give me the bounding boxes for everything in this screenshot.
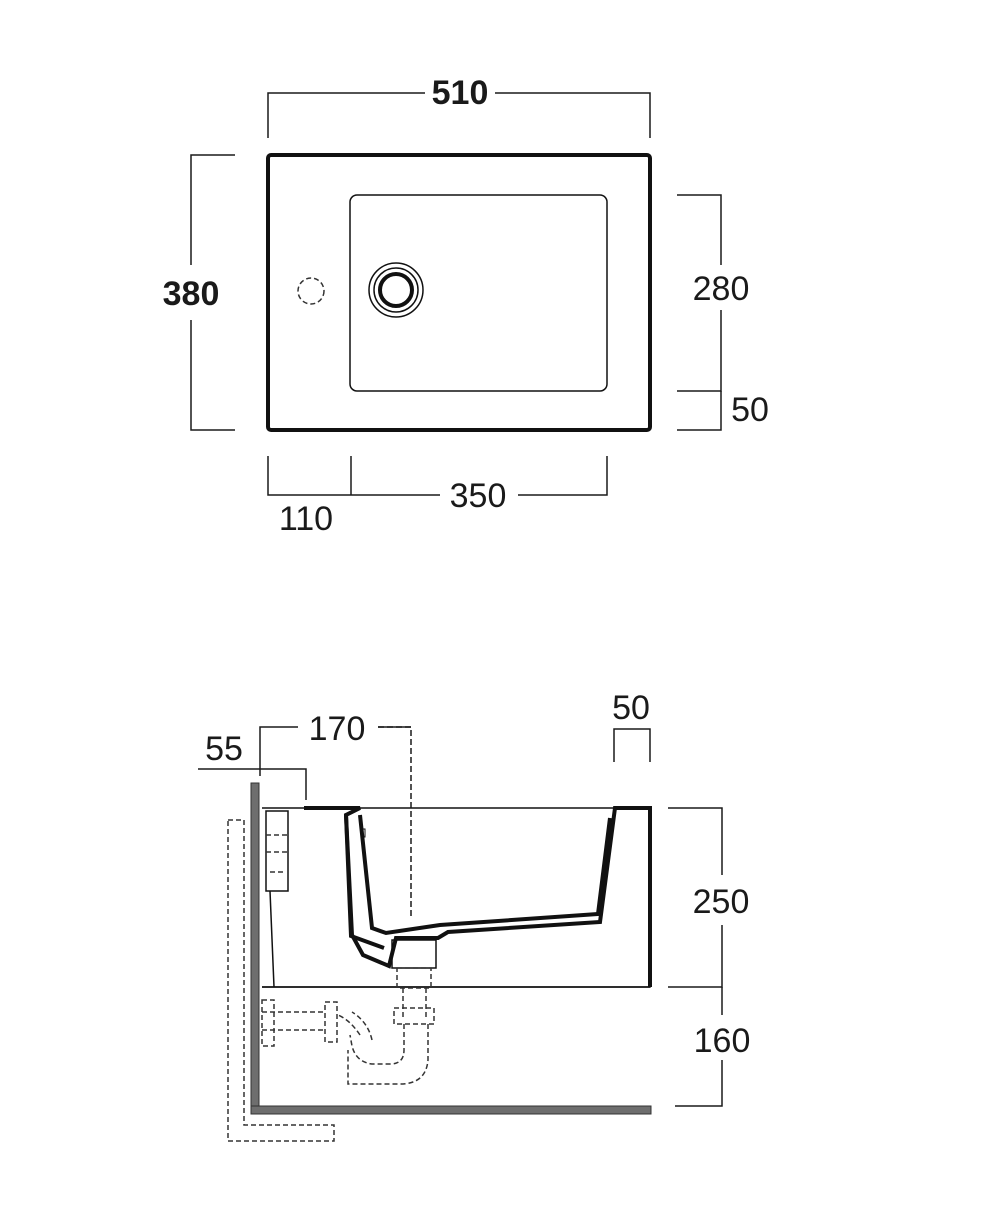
dimension-trap-height-label: 160 <box>694 1022 751 1060</box>
dimension-height-label: 250 <box>693 883 750 921</box>
bowl-inner-2 <box>358 814 612 936</box>
floor-line <box>250 1105 652 1115</box>
dimension-trap-height: 160 <box>675 987 751 1107</box>
bowl-outline <box>349 194 608 392</box>
side-view: 55 170 50 250 160 <box>198 689 751 1142</box>
tap-body <box>265 810 289 988</box>
dimension-wall-gap-label: 55 <box>205 730 243 768</box>
dimension-bottom: 350 110 <box>267 456 608 538</box>
dimension-front-rim: 50 <box>677 391 769 431</box>
dimension-bowl-depth-label: 280 <box>693 270 750 308</box>
overflow-mark <box>360 828 366 838</box>
dimension-bowl-width-label: 350 <box>450 477 507 515</box>
dimension-width-label: 510 <box>432 74 489 112</box>
dimension-depth: 380 <box>163 154 235 431</box>
drain-icon <box>368 262 424 318</box>
dimension-bowl-depth: 280 <box>677 194 750 392</box>
tap-hole-icon <box>297 277 325 305</box>
basin-outline <box>266 153 652 432</box>
wall <box>250 782 260 1114</box>
dimension-wall-gap: 55 <box>198 730 307 800</box>
waste-fitting <box>391 939 437 1025</box>
dimension-height: 250 <box>668 807 750 988</box>
dimension-rim: 50 <box>612 689 651 762</box>
dimension-front-rim-label: 50 <box>731 391 769 429</box>
dimension-tap-offset-label: 110 <box>279 500 333 538</box>
dimension-depth-label: 380 <box>163 275 220 313</box>
dimension-rim-label: 50 <box>612 689 650 727</box>
basin-body <box>262 807 651 988</box>
bowl-inner <box>344 814 385 950</box>
dimension-waste-offset-label: 170 <box>309 710 366 748</box>
plan-view: 510 380 280 50 350 110 <box>163 74 769 538</box>
dashed-housing <box>227 819 335 1142</box>
dimension-width: 510 <box>267 74 651 138</box>
dimension-waste-offset: 170 <box>259 710 412 918</box>
trap <box>261 999 429 1085</box>
